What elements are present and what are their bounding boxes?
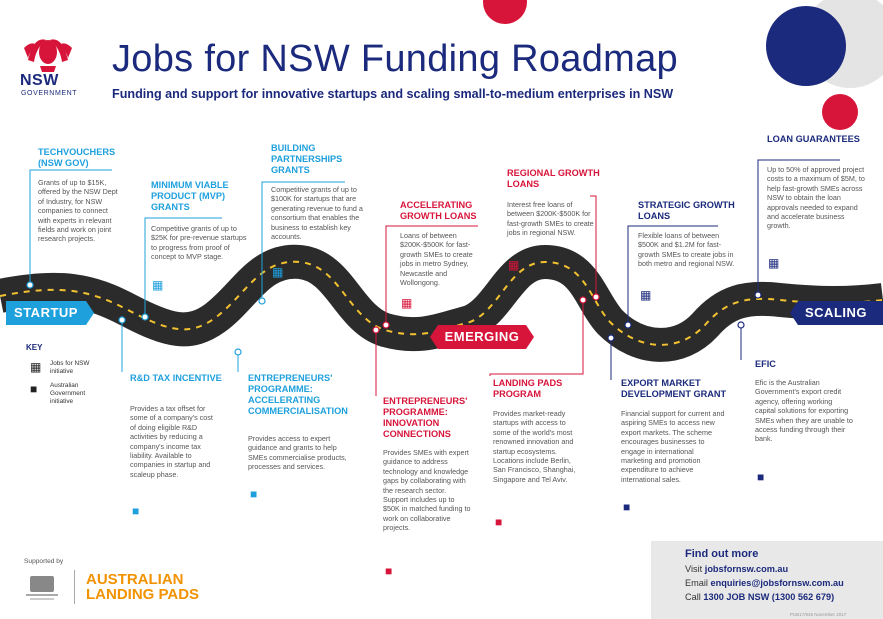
australia-map-icon: ■ bbox=[132, 504, 140, 518]
stage-scaling: SCALING bbox=[805, 305, 867, 320]
australian-government-crest bbox=[26, 576, 58, 600]
regional-title: REGIONAL GROWTH LOANS bbox=[507, 168, 600, 189]
australia-map-icon: ■ bbox=[250, 487, 258, 501]
call-number[interactable]: 1300 JOB NSW (1300 562 679) bbox=[703, 592, 835, 602]
mvp-desc: Competitive grants of up to $25K for pre… bbox=[151, 224, 247, 262]
document-reference: PUB17/945 November 2017 bbox=[790, 612, 847, 617]
loan-guarantees-title: LOAN GUARANTEES bbox=[767, 134, 860, 144]
email-line: Email enquiries@jobsfornsw.com.au bbox=[685, 578, 844, 588]
export-title: EXPORT MARKET DEVELOPMENT GRANT bbox=[621, 378, 727, 399]
email-link[interactable]: enquiries@jobsfornsw.com.au bbox=[710, 578, 844, 588]
find-out-more-box bbox=[651, 541, 883, 619]
techvouchers-desc: Grants of up to $15K, offered by the NSW… bbox=[38, 178, 118, 244]
stage-startup: STARTUP bbox=[14, 305, 78, 320]
rnd-title: R&D TAX INCENTIVE bbox=[130, 373, 222, 383]
navy-circle-top-right bbox=[766, 6, 846, 86]
rnd-desc: Provides a tax offset for some of a comp… bbox=[130, 404, 213, 479]
strategic-desc: Flexible loans of between $500K and $1.2… bbox=[638, 231, 735, 269]
landing-pads-desc: Provides market-ready startups with acce… bbox=[493, 409, 576, 484]
page-subtitle: Funding and support for innovative start… bbox=[112, 87, 674, 101]
ep-innovation-title: ENTREPRENEURS' PROGRAMME: INNOVATION CON… bbox=[383, 396, 468, 439]
nsw-map-icon: ▦ bbox=[152, 278, 164, 292]
call-label: Call bbox=[685, 592, 701, 602]
mvp-title: MINIMUM VIABLE PRODUCT (MVP) GRANTS bbox=[151, 180, 229, 212]
australia-map-icon: ■ bbox=[495, 515, 503, 529]
key-aus-label: Australian Government initiative bbox=[50, 382, 86, 405]
australia-map-icon: ■ bbox=[385, 564, 393, 578]
australia-map-key-icon: ■ bbox=[30, 382, 38, 396]
nsw-waratah-logo bbox=[24, 39, 72, 72]
page-title: Jobs for NSW Funding Roadmap bbox=[112, 38, 678, 80]
stage-emerging: EMERGING bbox=[444, 329, 520, 344]
nsw-logo-subtext: GOVERNMENT bbox=[21, 90, 78, 97]
ep-innovation-desc: Provides SMEs with expert guidance to ad… bbox=[383, 448, 471, 533]
nsw-map-icon: ▦ bbox=[768, 256, 780, 270]
building-desc: Competitive grants of up to $100K for st… bbox=[271, 185, 363, 242]
australia-map-icon: ■ bbox=[623, 500, 631, 514]
footer-divider bbox=[74, 570, 75, 604]
regional-desc: Interest free loans of between $200K-$50… bbox=[507, 200, 594, 238]
nsw-map-icon: ▦ bbox=[272, 265, 284, 279]
startup-pill-shape bbox=[6, 301, 94, 325]
australia-map-icon: ■ bbox=[757, 470, 765, 484]
red-circle-right bbox=[822, 94, 858, 130]
red-circle-top bbox=[483, 0, 527, 24]
nsw-map-key-icon: ▦ bbox=[30, 360, 42, 374]
export-desc: Financial support for current and aspiri… bbox=[621, 409, 725, 484]
loan-guarantees-desc: Up to 50% of approved project costs to a… bbox=[767, 165, 865, 231]
key-nsw-label: Jobs for NSW initiative bbox=[50, 360, 90, 375]
strategic-title: STRATEGIC GROWTH LOANS bbox=[638, 200, 735, 221]
email-label: Email bbox=[685, 578, 708, 588]
supported-by-label: Supported by bbox=[24, 558, 64, 565]
visit-label: Visit bbox=[685, 564, 703, 574]
nsw-logo-text: NSW bbox=[20, 72, 59, 89]
accelerating-desc: Loans of between $200K-$500K for fast-gr… bbox=[400, 231, 473, 288]
scaling-pill-shape bbox=[790, 301, 883, 325]
building-title: BUILDING PARTNERSHIPS GRANTS bbox=[271, 143, 343, 175]
accelerating-title: ACCELERATING GROWTH LOANS bbox=[400, 200, 477, 221]
ep-accelerating-title: ENTREPRENEURS' PROGRAMME: ACCELERATING C… bbox=[248, 373, 348, 416]
find-out-more-title: Find out more bbox=[685, 548, 759, 560]
landing-pads-title: LANDING PADS PROGRAM bbox=[493, 378, 563, 399]
key-title: KEY bbox=[26, 343, 43, 352]
visit-link[interactable]: jobsfornsw.com.au bbox=[704, 564, 789, 574]
nsw-map-icon: ▦ bbox=[401, 296, 413, 310]
emerging-pill-shape bbox=[430, 325, 534, 349]
alp-line1: AUSTRALIAN bbox=[86, 571, 184, 588]
nsw-map-icon: ▦ bbox=[640, 288, 652, 302]
australian-landing-pads-logo: AUSTRALIAN LANDING PADS bbox=[86, 572, 199, 602]
efic-desc: Efic is the Australian Government's expo… bbox=[755, 378, 853, 444]
alp-line2: LANDING PADS bbox=[86, 586, 200, 603]
visit-line: Visit jobsfornsw.com.au bbox=[685, 564, 788, 574]
call-line: Call 1300 JOB NSW (1300 562 679) bbox=[685, 592, 834, 602]
efic-title: EFIC bbox=[755, 359, 776, 369]
nsw-map-icon: ▦ bbox=[508, 258, 520, 272]
ep-accelerating-desc: Provides access to expert guidance and g… bbox=[248, 434, 347, 472]
techvouchers-title: TECHVOUCHERS (NSW GOV) bbox=[38, 147, 116, 168]
